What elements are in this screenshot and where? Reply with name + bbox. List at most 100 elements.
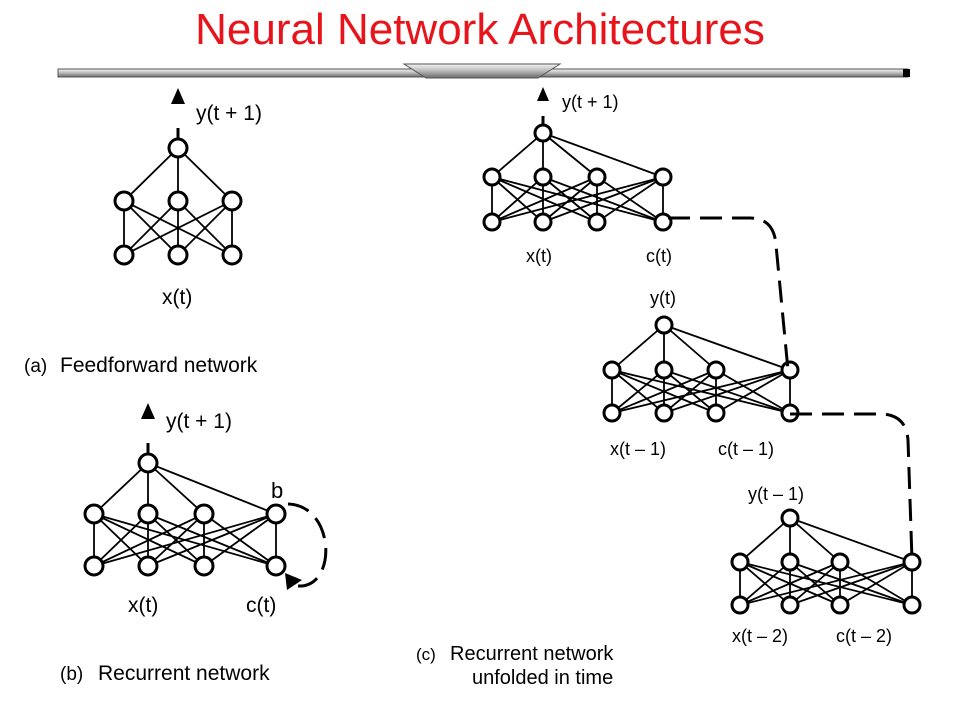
panel-c-top-input-label: x(t) <box>526 246 552 266</box>
panel-c-bottom-network-output-node <box>780 508 800 528</box>
panel-c-top-network-connection <box>491 176 664 223</box>
panel-b-caption-letter: (b) <box>60 664 83 685</box>
panel-c-bottom-network-hidden-node <box>902 552 922 572</box>
panel-c-middle-network-hidden-node <box>654 360 674 380</box>
panel-b-network-hidden-node <box>193 503 215 525</box>
panel-c-top-network-connection <box>542 176 664 223</box>
panel-b-network-input-node <box>83 555 105 577</box>
panel-b-network-hidden-node <box>83 503 105 525</box>
panel-b-context-marker: b <box>271 478 283 503</box>
panel-b-network-output-node <box>137 452 159 474</box>
panel-a-network-hidden-node <box>113 190 135 212</box>
panel-c-top-network-output-arrowhead <box>537 87 549 101</box>
panel-c-bottom-network-input-node <box>730 595 750 615</box>
panel-b-network-input-node <box>265 555 287 577</box>
panel-a-network-hidden-node <box>221 190 243 212</box>
panel-c-top-network-connections <box>491 132 664 223</box>
panel-c-top-network-hidden-node <box>587 167 607 187</box>
panel-c-top-network-connection <box>596 176 664 223</box>
panel-c-bottom-network-connection <box>739 561 913 606</box>
panel-b-network-output-arrowhead <box>141 403 155 419</box>
panel-b-network-connection <box>147 462 205 515</box>
panel-a-input-label: x(t) <box>162 286 192 309</box>
panel-c-bottom-network-connection <box>789 517 913 563</box>
panel-a-network-input-node <box>167 244 189 266</box>
panel-c-middle-network-connection <box>715 369 791 414</box>
panel-b-network-input-node <box>137 555 159 577</box>
panel-b-network-connection <box>147 513 277 567</box>
panel-c-bottom-output-label: y(t – 1) <box>748 484 804 504</box>
panel-b-network-connection <box>93 513 277 567</box>
panel-b-network-connection <box>203 513 277 567</box>
panel-c-top-network-hidden-node <box>533 167 553 187</box>
panel-b-context-label: c(t) <box>246 594 276 617</box>
panel-c-middle-network-hidden-node <box>602 360 622 380</box>
panel-c-middle-network-input-node <box>602 403 622 423</box>
panel-a-caption: Feedforward network <box>60 354 258 377</box>
panel-c-bottom-network-hidden-node <box>730 552 750 572</box>
panel-c-bottom-network-connection <box>789 561 913 606</box>
panel-b-network-hidden-node <box>265 503 287 525</box>
panel-c-bottom-network-connection <box>739 561 791 606</box>
slide-title: Neural Network Architectures <box>195 5 765 54</box>
panel-a-network-connection <box>177 200 233 256</box>
panel-c-bottom-network-hidden-node <box>780 552 800 572</box>
title-divider <box>57 63 910 79</box>
panel-a-network-connection <box>123 200 233 256</box>
panel-c-bottom-network-hidden-node <box>830 552 850 572</box>
panel-c-top-network-input-node <box>587 212 607 232</box>
panel-b-network <box>83 403 287 577</box>
panel-c-middle-network <box>602 315 800 423</box>
panel-c-top-network-input-node <box>533 212 553 232</box>
panel-c-middle-input-label: x(t – 1) <box>610 439 666 459</box>
panel-c-middle-network-input-node <box>654 403 674 423</box>
panel-c-caption-line2: unfolded in time <box>472 667 613 689</box>
panel-b-network-connection <box>147 462 277 515</box>
panel-c-middle-context-label: c(t – 1) <box>718 439 774 459</box>
panel-c-caption-letter: (c) <box>416 645 436 664</box>
panel-a-network-hidden-node <box>167 190 189 212</box>
panel-a-network-output-node <box>167 137 189 159</box>
panel-b-output-label: y(t + 1) <box>166 410 232 433</box>
loop-arrowhead <box>285 573 302 590</box>
panel-c-middle-network-connections <box>611 324 791 414</box>
panel-b-network-input-node <box>193 555 215 577</box>
panel-c-middle-network-hidden-node <box>780 360 800 380</box>
panel-b-network-hidden-node <box>137 503 159 525</box>
panel-b-input-label: x(t) <box>128 594 158 617</box>
panel-c-bottom-context-label: c(t – 2) <box>836 626 892 646</box>
unfold-link-middle-to-bottom <box>790 412 914 561</box>
panel-c-top-network-connection <box>491 176 544 223</box>
panel-c-caption-line1: Recurrent network <box>450 643 614 665</box>
panel-b-network-connection <box>93 462 149 515</box>
panel-c-middle-network-connection <box>663 369 717 414</box>
panel-c-bottom-network-connection <box>789 517 841 563</box>
panel-c-middle-network-connection <box>663 369 791 414</box>
panel-a-network <box>113 88 243 266</box>
panel-c-middle-network-connection <box>611 324 665 371</box>
panel-c-middle-network-connection <box>663 324 791 371</box>
panel-c-middle-network-hidden-node <box>706 360 726 380</box>
panel-c-middle-network-output-node <box>654 315 674 335</box>
panel-a-network-output-arrowhead <box>171 88 185 104</box>
panel-c-middle-network-connection <box>611 369 791 414</box>
panel-c-bottom-network-connection <box>789 561 841 606</box>
panel-a-caption-letter: (a) <box>24 356 47 377</box>
panel-b-caption: Recurrent network <box>98 662 270 685</box>
panel-c-top-network-connection <box>491 132 544 178</box>
panel-c-bottom-network <box>730 508 922 615</box>
panel-c-middle-network-connection <box>663 324 717 371</box>
panel-c-top-network-input-node <box>482 212 502 232</box>
panel-c-top-network-connection <box>542 132 598 178</box>
panel-c-top-output-label: y(t + 1) <box>562 92 619 112</box>
panel-c-top-network-output-node <box>533 123 553 143</box>
panel-a-network-connection <box>123 147 179 202</box>
panel-a-network-connection <box>177 147 233 202</box>
panel-c-bottom-network-connections <box>739 517 913 606</box>
panel-a-output-label: y(t + 1) <box>196 102 262 125</box>
recurrent-loop-b <box>285 502 328 590</box>
panel-c-top-network-connection <box>542 132 664 178</box>
panel-c-top-network-hidden-node <box>482 167 502 187</box>
panel-c-top-network <box>482 87 673 232</box>
